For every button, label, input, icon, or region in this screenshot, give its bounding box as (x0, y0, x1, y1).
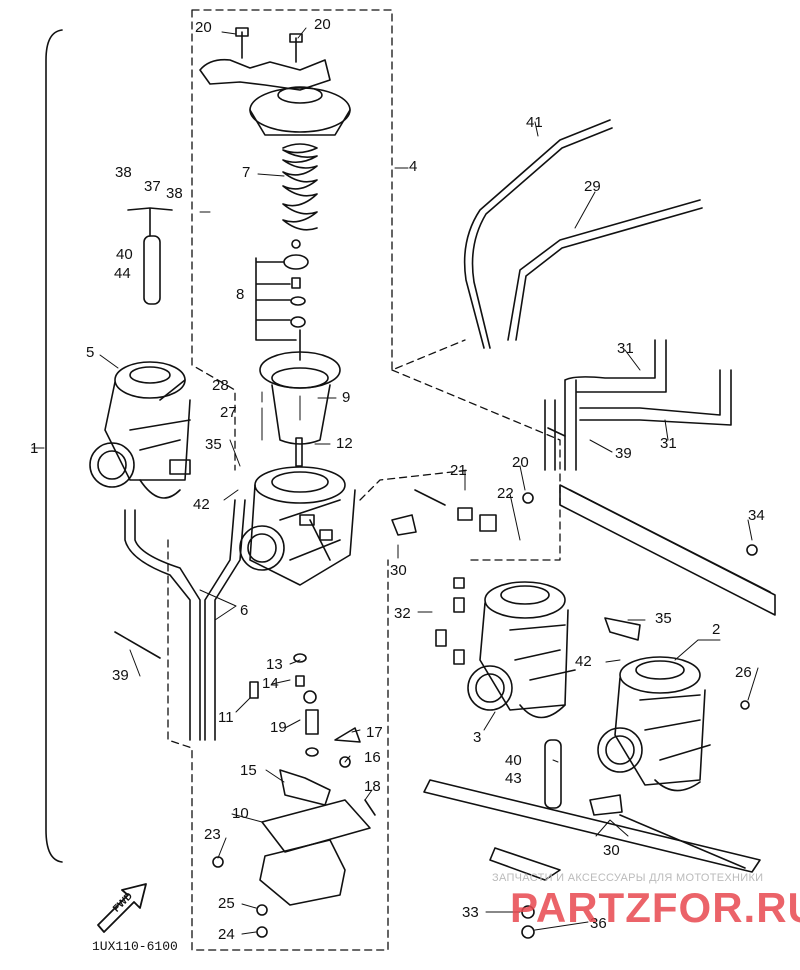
callout-33: 33 (462, 904, 479, 921)
spring-part (282, 143, 318, 231)
callout-42b: 42 (575, 653, 592, 670)
callout-30a: 30 (390, 562, 407, 579)
callout-13: 13 (266, 656, 283, 673)
hose-lower (544, 739, 562, 809)
watermark-caption: ЗАПЧАСТИ И АКСЕССУАРЫ ДЛЯ МОТОТЕХНИКИ (492, 872, 764, 884)
callout-39b: 39 (615, 445, 632, 462)
callout-38b: 38 (166, 185, 183, 202)
callout-37: 37 (144, 178, 161, 195)
fwd-arrow-icon (97, 883, 147, 933)
callout-41: 41 (526, 114, 543, 131)
callout-4: 4 (409, 158, 418, 175)
screw-rod-right (547, 427, 566, 437)
callout-16: 16 (364, 749, 381, 766)
diaphragm-piston-part (259, 329, 341, 445)
callout-42a: 42 (193, 496, 210, 513)
group-lower-outline (167, 539, 389, 951)
callout-31a: 31 (617, 340, 634, 357)
hose-top-left (127, 207, 173, 305)
callout-12: 12 (336, 435, 353, 452)
long-rod-lower (619, 814, 746, 869)
callout-40b: 40 (505, 752, 522, 769)
callout-36: 36 (590, 915, 607, 932)
callout-28: 28 (212, 377, 229, 394)
callout-35b: 35 (655, 610, 672, 627)
callout-23: 23 (204, 826, 221, 843)
float-bowl-part (212, 769, 371, 938)
callout-20b: 20 (314, 16, 331, 33)
callout-10: 10 (232, 805, 249, 822)
callout-27: 27 (220, 404, 237, 421)
screw-rod-left (114, 631, 161, 659)
callout-20a: 20 (195, 19, 212, 36)
callout-9: 9 (342, 389, 351, 406)
callout-2: 2 (712, 621, 721, 638)
drain-hoses (544, 339, 732, 471)
callout-15: 15 (240, 762, 257, 779)
callout-29: 29 (584, 178, 601, 195)
carb-right-upper-part (467, 581, 576, 719)
callout-39a: 39 (112, 667, 129, 684)
callout-19: 19 (270, 719, 287, 736)
group-4-outline (191, 9, 561, 561)
callout-38a: 38 (115, 164, 132, 181)
needle-parts (255, 239, 309, 341)
part-code: 1UX110-6100 (92, 939, 178, 954)
callout-26: 26 (735, 664, 752, 681)
assembly-bracket (45, 29, 63, 863)
misc-fasteners (391, 489, 758, 939)
carb-left-part (89, 361, 191, 499)
callout-5: 5 (86, 344, 95, 361)
callout-7: 7 (242, 164, 251, 181)
leader-lines (31, 27, 759, 935)
callout-44: 44 (114, 265, 131, 282)
callout-43: 43 (505, 770, 522, 787)
jet-parts (249, 653, 376, 816)
mount-bracket-upper (559, 484, 776, 616)
group-right-outline (359, 469, 471, 501)
callout-18: 18 (364, 778, 381, 795)
callout-35a: 35 (205, 436, 222, 453)
callout-6: 6 (240, 602, 249, 619)
group-outlines (167, 9, 561, 951)
throttle-cables (463, 119, 703, 349)
carb-body-center (239, 437, 356, 586)
mount-bracket-lower (423, 779, 761, 881)
callout-31b: 31 (660, 435, 677, 452)
top-cap-part (199, 27, 351, 136)
callout-11: 11 (218, 709, 234, 726)
watermark-brand: PARTZFOR.RU (510, 884, 800, 931)
callout-21: 21 (450, 462, 467, 479)
callout-20c: 20 (512, 454, 529, 471)
callout-8: 8 (236, 286, 245, 303)
carb-right-lower-part (597, 656, 711, 792)
callout-1: 1 (30, 440, 39, 457)
callout-22: 22 (497, 485, 514, 502)
callout-14: 14 (262, 675, 279, 692)
callout-25: 25 (218, 895, 235, 912)
callout-24: 24 (218, 926, 235, 943)
callout-17: 17 (366, 724, 383, 741)
vent-hoses (124, 499, 246, 741)
callout-30b: 30 (603, 842, 620, 859)
callout-32: 32 (394, 605, 411, 622)
callout-3: 3 (473, 729, 482, 746)
callout-34: 34 (748, 507, 765, 524)
callout-40a: 40 (116, 246, 133, 263)
